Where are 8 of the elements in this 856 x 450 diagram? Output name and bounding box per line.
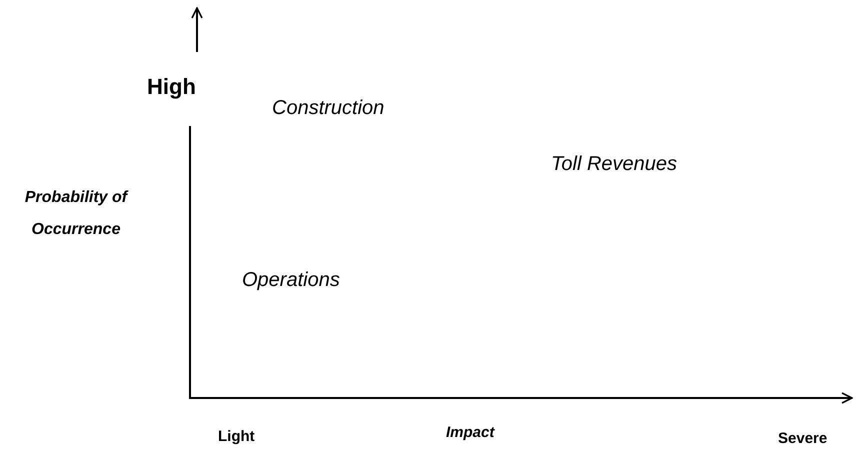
axis-level-label: Severe	[778, 430, 828, 448]
risk-label: Toll Revenues	[551, 152, 678, 176]
axis-title: Impact	[446, 424, 494, 442]
axis-title: Probability of Occurrence	[24, 188, 130, 240]
axis-level-label: High	[147, 74, 196, 100]
risk-label: Construction	[272, 96, 384, 120]
axis-level-label: Light	[218, 428, 255, 446]
risk-label: Operations	[242, 268, 340, 292]
